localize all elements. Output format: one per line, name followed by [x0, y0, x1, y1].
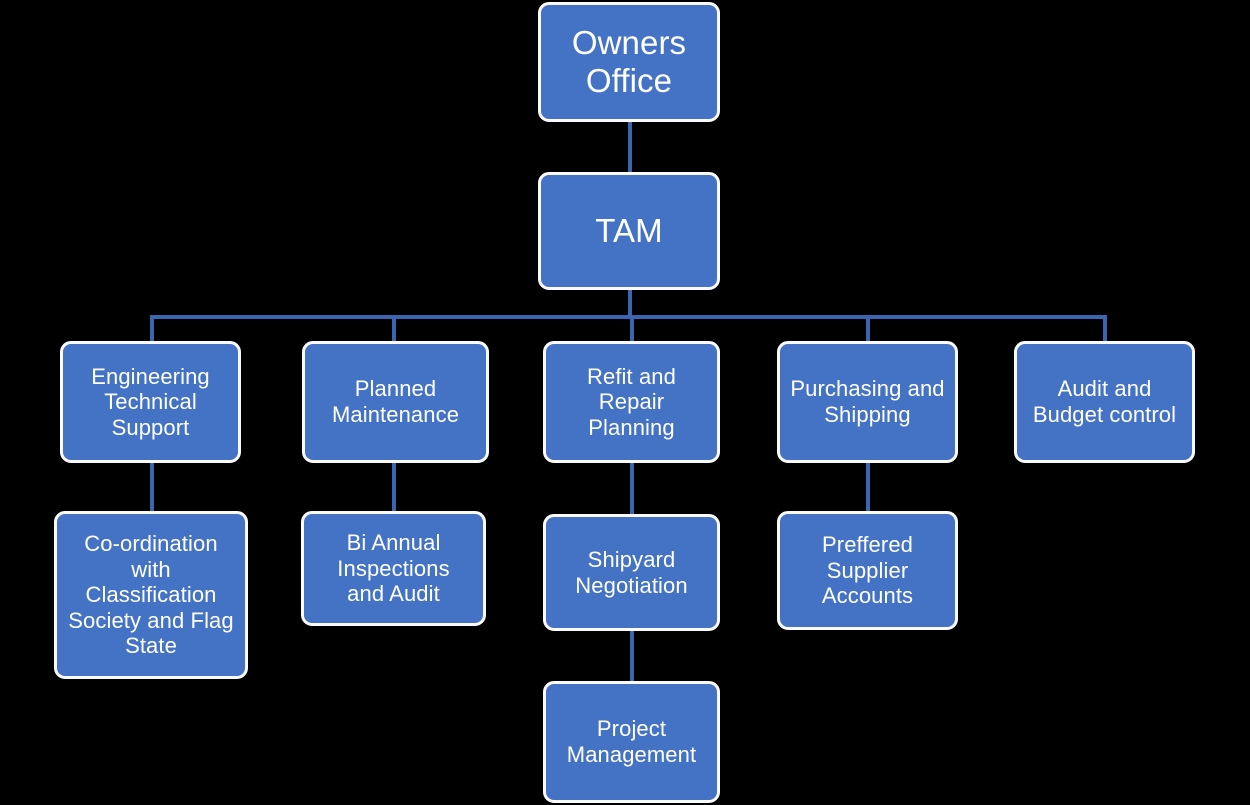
node-planned-maintenance[interactable]: Planned Maintenance: [302, 341, 489, 463]
node-purchasing-and-shipping-label: Purchasing and Shipping: [790, 376, 945, 427]
node-audit-and-budget-control[interactable]: Audit and Budget control: [1014, 341, 1195, 463]
connector-bus-to-audit-and-budget-control: [1103, 315, 1107, 344]
connector-engineering-to-coordination: [150, 460, 154, 512]
node-coordination-classification[interactable]: Co-ordination with Classification Societ…: [54, 511, 248, 679]
connector-bus-to-planned-maintenance: [392, 315, 396, 344]
node-purchasing-and-shipping[interactable]: Purchasing and Shipping: [777, 341, 958, 463]
node-audit-and-budget-control-label: Audit and Budget control: [1032, 376, 1177, 427]
node-tam[interactable]: TAM: [538, 172, 720, 290]
node-preffered-supplier-accounts[interactable]: Preffered Supplier Accounts: [777, 511, 958, 630]
node-bi-annual-inspections[interactable]: Bi Annual Inspections and Audit: [301, 511, 486, 626]
connector-planned-maintenance-to-bi-annual: [392, 460, 396, 512]
node-shipyard-negotiation-label: Shipyard Negotiation: [575, 546, 688, 598]
node-planned-maintenance-label: Planned Maintenance: [331, 376, 460, 427]
node-engineering-technical-support[interactable]: Engineering Technical Support: [60, 341, 241, 463]
node-owners-office[interactable]: Owners Office: [538, 2, 720, 122]
node-bi-annual-inspections-label: Bi Annual Inspections and Audit: [337, 530, 450, 607]
connector-owners-office-to-tam: [628, 120, 632, 174]
node-preffered-supplier-accounts-label: Preffered Supplier Accounts: [821, 532, 914, 609]
node-tam-label: TAM: [595, 211, 663, 249]
connector-level2-bus: [150, 315, 1107, 319]
connector-tam-stem: [628, 288, 632, 318]
node-owners-office-label: Owners Office: [571, 23, 687, 99]
node-shipyard-negotiation[interactable]: Shipyard Negotiation: [543, 514, 720, 631]
node-project-management-label: Project Management: [566, 716, 697, 767]
connector-bus-to-refit-and-repair-planning: [630, 315, 634, 344]
node-engineering-technical-support-label: Engineering Technical Support: [91, 363, 210, 440]
connector-shipyard-to-project-management: [630, 630, 634, 682]
node-project-management[interactable]: Project Management: [543, 681, 720, 803]
node-refit-and-repair-planning-label: Refit and Repair Planning: [587, 363, 676, 440]
connector-refit-to-shipyard-negotiation: [630, 460, 634, 515]
connector-bus-to-engineering-technical-support: [150, 315, 154, 344]
connector-purchasing-to-preffered-supplier: [866, 460, 870, 515]
node-coordination-classification-label: Co-ordination with Classification Societ…: [68, 531, 234, 659]
connector-bus-to-purchasing-and-shipping: [866, 315, 870, 344]
node-refit-and-repair-planning[interactable]: Refit and Repair Planning: [543, 341, 720, 463]
